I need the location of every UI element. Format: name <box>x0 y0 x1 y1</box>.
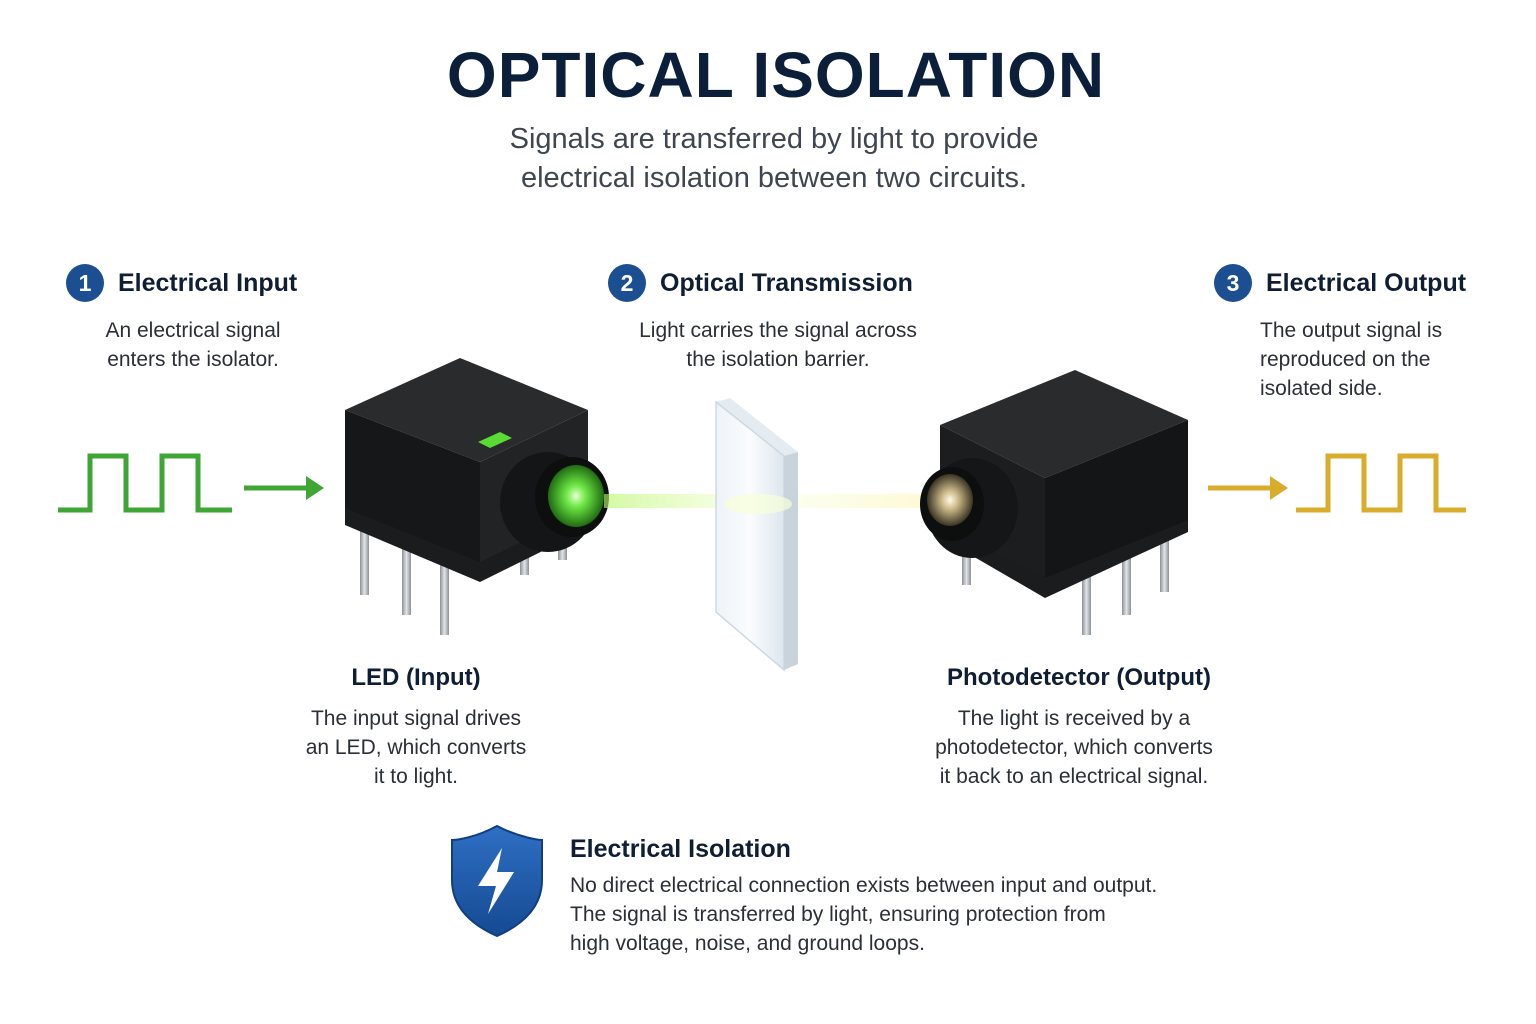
led-component <box>345 358 609 635</box>
page-subtitle: Signals are transferred by light to prov… <box>509 123 1039 194</box>
output-square-wave <box>1296 453 1466 513</box>
led-description: The input signal drives an LED, which co… <box>305 707 527 788</box>
step-electrical-output: 3 Electrical Output <box>1214 264 1466 302</box>
isolation-description: No direct electrical connection exists b… <box>570 874 1158 955</box>
output-arrow-icon <box>1208 476 1288 500</box>
photodetector-description: The light is received by a photodetector… <box>935 707 1213 788</box>
input-square-wave <box>58 453 232 513</box>
step-title: Optical Transmission <box>660 268 913 297</box>
shield-lightning-icon <box>451 824 543 938</box>
input-arrow-icon <box>244 476 324 500</box>
step-description: An electrical signal enters the isolator… <box>105 319 281 371</box>
led-title: LED (Input) <box>351 664 481 691</box>
step-number-badge: 1 <box>66 264 104 302</box>
step-optical-transmission: 2 Optical Transmission <box>608 264 913 302</box>
step-number-badge: 3 <box>1214 264 1252 302</box>
photodetector-component <box>920 370 1188 635</box>
step-title: Electrical Input <box>118 268 298 297</box>
photodetector-title: Photodetector (Output) <box>947 664 1211 691</box>
step-electrical-input: 1 Electrical Input <box>66 264 297 302</box>
isolation-title: Electrical Isolation <box>570 835 791 863</box>
step-description: The output signal is reproduced on the i… <box>1260 319 1443 400</box>
step-title: Electrical Output <box>1266 268 1467 297</box>
isolation-barrier-glass <box>715 398 798 672</box>
step-description: Light carries the signal across the isol… <box>639 319 917 371</box>
page-title: OPTICAL ISOLATION <box>446 39 1106 111</box>
light-beam-right <box>790 494 930 508</box>
step-number-badge: 2 <box>608 264 646 302</box>
